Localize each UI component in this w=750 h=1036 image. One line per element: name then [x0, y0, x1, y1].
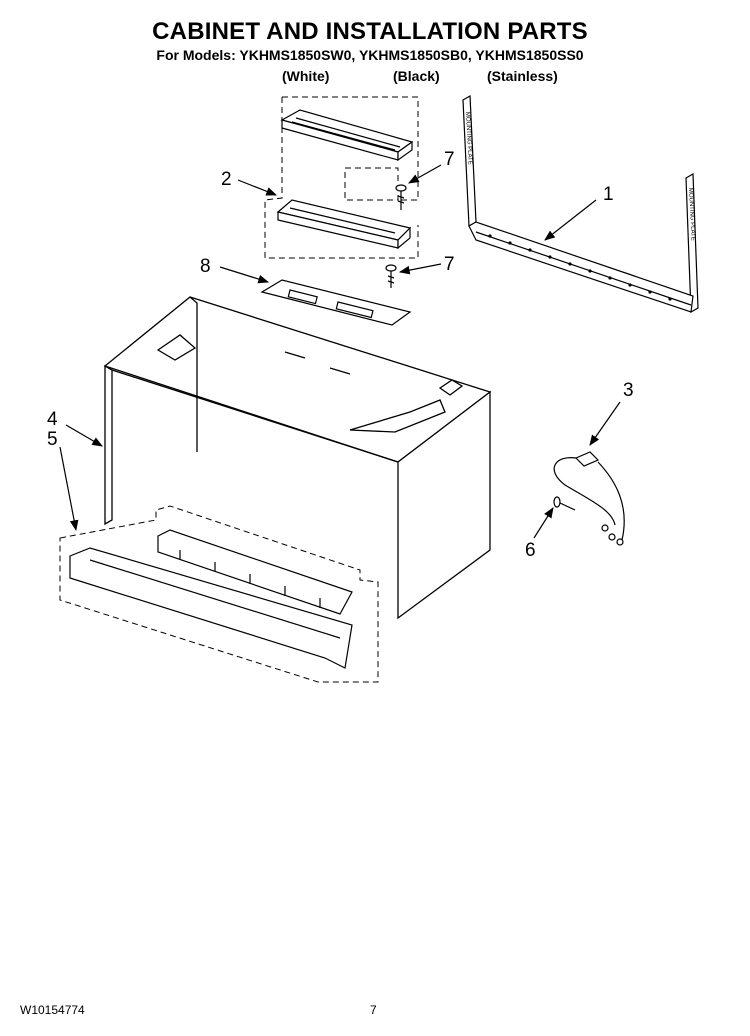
callout-8: 8 [200, 256, 211, 277]
mounting-plate-label-right: MOUNTING PLATE [687, 188, 696, 241]
variant-white: (White) [282, 68, 330, 84]
leader-lines [59, 164, 621, 539]
mounting-plate-label-left: MOUNTING PLATE [464, 112, 473, 165]
callout-2: 2 [221, 169, 232, 190]
screw-lower [385, 264, 397, 288]
grille-group [59, 505, 379, 683]
callout-6: 6 [525, 540, 536, 561]
damper-part [280, 109, 414, 162]
screw-upper [395, 184, 407, 210]
callout-7-upper: 7 [444, 149, 455, 170]
page-title: CABINET AND INSTALLATION PARTS [152, 18, 588, 45]
vent-channel-part [276, 199, 412, 250]
page-number: 7 [370, 1003, 377, 1017]
cabinet-part [103, 296, 492, 620]
callout-5: 5 [47, 429, 58, 450]
callout-1: 1 [603, 184, 614, 205]
variant-stainless: (Stainless) [487, 68, 558, 84]
callout-4: 4 [47, 409, 58, 430]
callout-3: 3 [623, 380, 634, 401]
thermal-switch-part [553, 451, 625, 546]
plate-part [260, 279, 412, 326]
vent-assembly-group [264, 96, 419, 259]
callout-7-lower: 7 [444, 254, 455, 275]
doc-number: W10154774 [20, 1003, 85, 1017]
variant-black: (Black) [393, 68, 440, 84]
mounting-plate-part: MOUNTING PLATE MOUNTING PLATE [462, 94, 699, 314]
grille-part [69, 529, 353, 669]
models-line: For Models: YKHMS1850SW0, YKHMS1850SB0, … [156, 47, 584, 63]
